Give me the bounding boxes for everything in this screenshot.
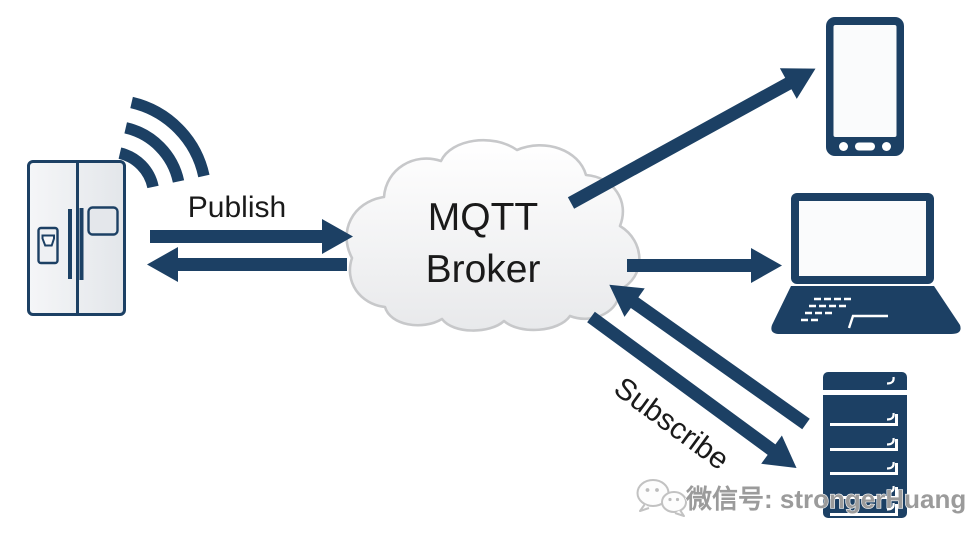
broker-label-line2: Broker [426,248,541,291]
server-slot-glyphs [886,376,895,511]
broker-to-laptop-arrow [627,248,782,283]
broker-to-fridge-arrow [147,247,347,282]
refrigerator-icon [27,160,126,316]
broker-label-line1: MQTT [428,196,538,239]
broker-to-server-arrow [587,311,797,468]
connection-arrows [147,68,816,468]
laptop-screen [799,201,926,276]
cloud-shape [345,138,641,332]
subscribe-label: Subscribe [608,371,735,477]
wechat-icon [636,479,687,517]
publish-arrow [150,219,353,254]
server-to-broker-arrow [609,284,810,430]
laptop-icon [771,193,961,334]
server-icon [823,372,907,518]
server-slots [830,414,898,516]
broker-to-phone-arrow [567,68,816,209]
publish-label: Publish [188,191,286,224]
smartphone-screen [833,25,897,137]
watermark-text: 微信号: strongerHuang [685,484,966,514]
laptop-keyboard [801,297,888,329]
smartphone-icon [826,17,904,156]
wifi-signal-icon [118,96,210,189]
laptop-touchpad [847,314,888,329]
